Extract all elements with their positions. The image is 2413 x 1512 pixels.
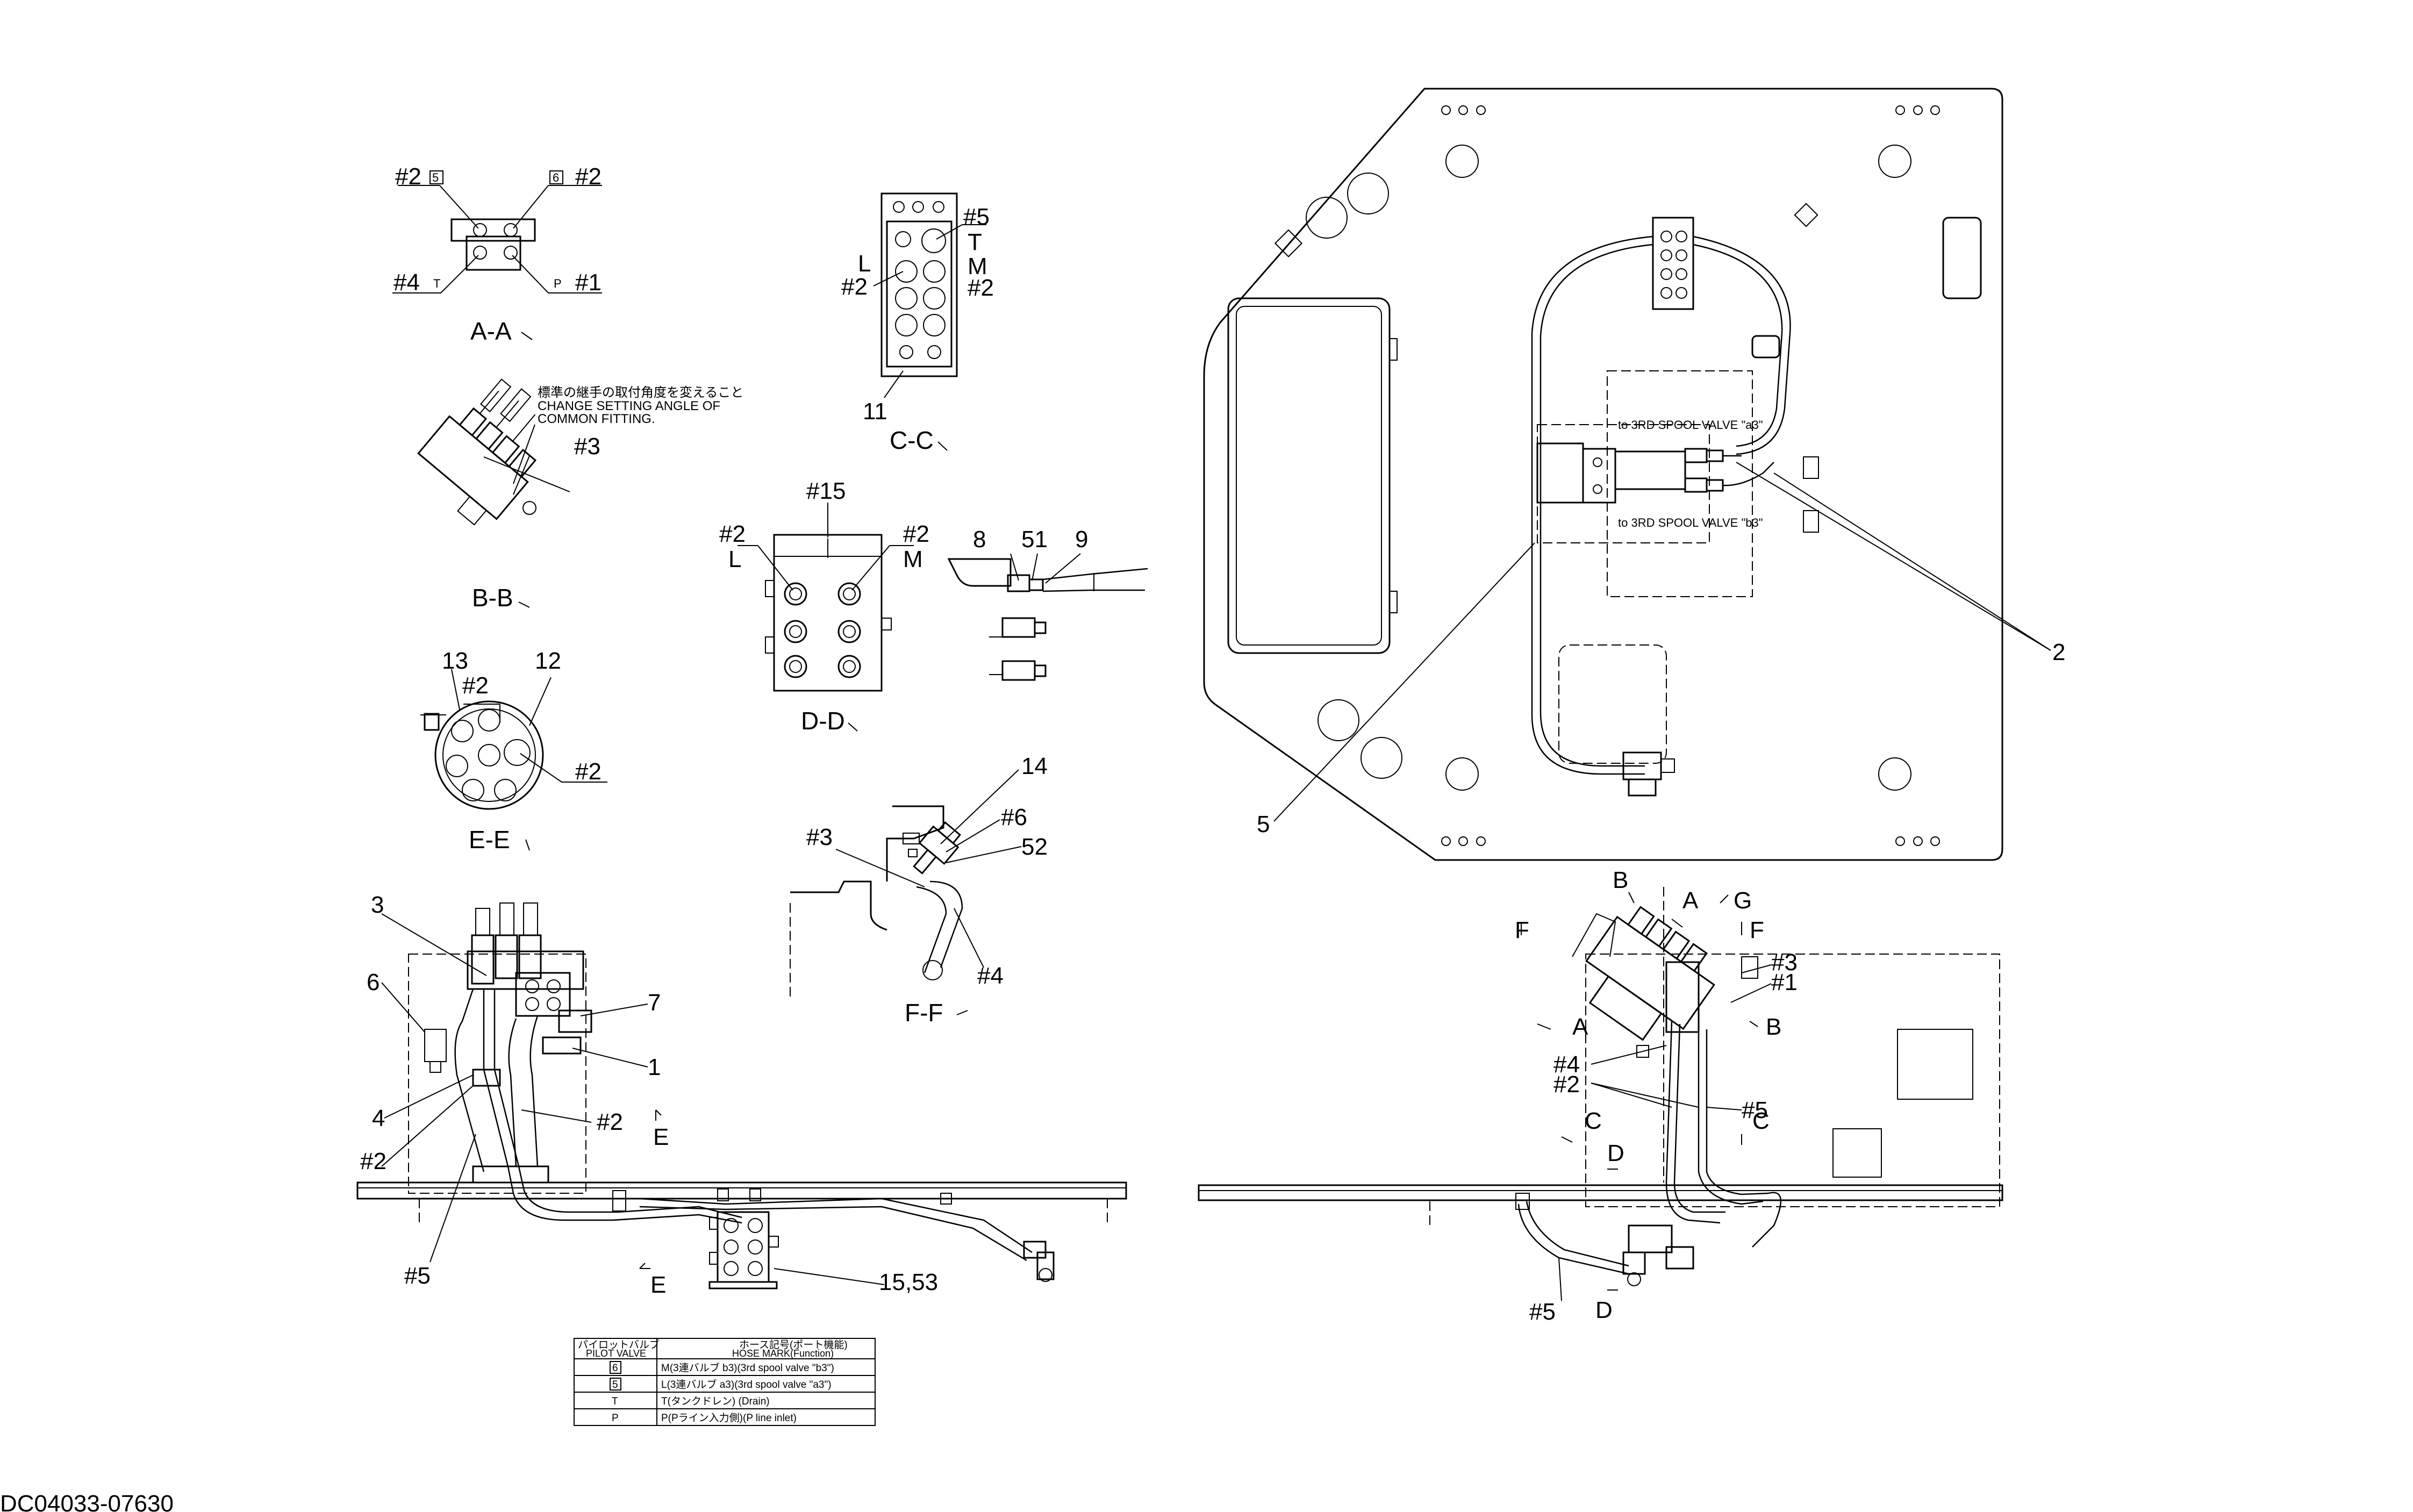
label-bb-3: #3 [574, 433, 600, 460]
label-ee-13: 13 [442, 648, 468, 674]
mark-d-bottom: D [1595, 1297, 1613, 1323]
mark-b-top: B [1613, 867, 1628, 893]
label-r-3: #3 [1771, 949, 1798, 976]
mark-c-right: C [1752, 1108, 1770, 1134]
section-title-b-b: B-B [472, 584, 513, 612]
label-section-e-bottom: E [650, 1272, 666, 1298]
label-part-1: 1 [648, 1054, 661, 1080]
table-port-5: 5 [612, 1379, 618, 1391]
view-b-b: 標準の継手の取付角度を変えること CHANGE SETTING ANGLE OF… [417, 378, 743, 612]
label-part-3: 3 [371, 892, 384, 918]
label-dd-2r: #2 [903, 521, 929, 547]
note-en-2: COMMON FITTING. [538, 412, 655, 426]
table-port-p: P [612, 1413, 619, 1424]
label-cc-5: #5 [963, 204, 990, 230]
label-ff-6: #6 [1001, 804, 1027, 830]
plan-label-a3: to 3RD SPOOL VALVE "a3" [1618, 418, 1763, 432]
plan-view: to 3RD SPOOL VALVE "a3" to 3RD SPOOL VAL… [1203, 88, 2065, 861]
label-dd-8: 8 [973, 526, 986, 553]
label-r-5a: #5 [1742, 1097, 1768, 1123]
label-part-2: 2 [2052, 639, 2065, 665]
mark-d-top: D [1607, 1140, 1624, 1166]
section-title-a-a: A-A [470, 317, 512, 345]
table-mark-t: T(タンクドレン) (Drain) [661, 1395, 770, 1407]
table-header-pilot-jp: パイロットバルブ [578, 1338, 660, 1351]
label-cc-2l: #2 [841, 274, 868, 300]
label-dd-15: #15 [806, 478, 846, 504]
view-d-d: #15 #2 L #2 M D-D 8 51 9 [719, 478, 1148, 735]
label-dd-2l: #2 [719, 521, 746, 547]
label-aa-tl: #2 [395, 163, 421, 190]
section-title-e-e: E-E [469, 826, 510, 854]
label-cc-m: M [968, 253, 987, 280]
label-dd-l: L [728, 546, 741, 572]
view-f-f: 14 #6 52 #3 #4 F-F [790, 753, 1048, 1027]
mark-a-left: A [1572, 1014, 1588, 1040]
label-aa-bl: #4 [393, 269, 420, 296]
section-title-f-f: F-F [905, 999, 943, 1027]
mark-a-top: A [1682, 887, 1699, 914]
label-aa-tr: #2 [575, 163, 602, 190]
table-mark-5: L(3連バルブ a3)(3rd spool valve "a3") [661, 1378, 832, 1391]
port-p: P [554, 277, 562, 290]
label-r-2: #2 [1553, 1071, 1580, 1098]
port-t: T [433, 277, 440, 290]
label-r-4: #4 [1553, 1051, 1580, 1078]
label-r-5b: #5 [1529, 1299, 1556, 1325]
label-part-15-53: 15,53 [879, 1269, 938, 1295]
table-header-mark-jp: ホース記号(ポート機能) [739, 1339, 848, 1351]
label-ff-3: #3 [806, 824, 833, 850]
table-mark-6: M(3連バルブ b3)(3rd spool valve "b3") [661, 1361, 834, 1374]
mark-b-right: B [1766, 1014, 1781, 1040]
view-e-e: 13 12 #2 #2 E-E [420, 648, 607, 854]
view-c-c: #5 T L M #2 #2 11 C-C [841, 192, 994, 454]
label-ff-14: 14 [1021, 753, 1048, 779]
table-port-6: 6 [612, 1363, 618, 1374]
mark-c-left: C [1585, 1108, 1602, 1134]
left-assembly-view: 3 6 7 1 4 #2 #2 #5 15,53 E E [356, 892, 1127, 1298]
label-part-4: 4 [372, 1105, 385, 1131]
note-en-1: CHANGE SETTING ANGLE OF [538, 399, 720, 413]
port-box-6: 6 [553, 171, 559, 184]
label-cc-l: L [858, 250, 871, 277]
mark-f-left: F [1515, 917, 1529, 943]
section-title-c-c: C-C [890, 426, 934, 454]
label-section-e-top: E [653, 1124, 669, 1150]
label-cc-2r: #2 [968, 275, 994, 301]
label-ee-2b: #2 [575, 758, 602, 785]
label-hose-2b: #2 [597, 1109, 623, 1135]
view-a-a: #2 5 6 #2 #4 T P #1 A-A [392, 163, 602, 345]
section-title-d-d: D-D [801, 707, 845, 735]
label-ff-4: #4 [977, 963, 1004, 989]
label-part-7: 7 [648, 990, 661, 1016]
label-ff-52: 52 [1021, 834, 1048, 860]
port-box-5: 5 [432, 171, 439, 184]
label-dd-9: 9 [1075, 526, 1088, 553]
note-jp: 標準の継手の取付角度を変えること [538, 385, 743, 400]
plan-label-b3: to 3RD SPOOL VALVE "b3" [1618, 516, 1763, 529]
label-cc-t: T [968, 229, 982, 255]
table-port-t: T [612, 1396, 618, 1407]
right-assembly-view: B A G F F #3 #1 A B #4 #2 #5 C C D D #5 [1198, 867, 2003, 1325]
label-dd-51: 51 [1021, 526, 1048, 553]
label-ee-2a: #2 [462, 672, 489, 699]
drawing-number: DC04033-07630 [0, 1490, 174, 1512]
label-dd-m: M [903, 546, 923, 572]
mark-f-right: F [1750, 917, 1764, 943]
label-r-1: #1 [1771, 969, 1798, 995]
label-part-6: 6 [367, 969, 380, 995]
label-hose-2a: #2 [360, 1148, 386, 1174]
table-header-mark-en: HOSE MARK(Function) [732, 1348, 834, 1359]
label-aa-br: #1 [575, 269, 602, 296]
table-header-pilot-en: PILOT VALVE [586, 1348, 646, 1359]
label-cc-11: 11 [863, 398, 887, 425]
label-hose-5: #5 [404, 1263, 431, 1289]
label-ee-12: 12 [535, 648, 561, 674]
table-mark-p: P(Pライン入力側)(P line inlet) [661, 1412, 797, 1424]
label-part-5: 5 [1257, 811, 1270, 837]
mark-g: G [1734, 887, 1752, 914]
hose-mark-table: パイロットバルブ PILOT VALVE ホース記号(ポート機能) HOSE M… [574, 1338, 876, 1426]
